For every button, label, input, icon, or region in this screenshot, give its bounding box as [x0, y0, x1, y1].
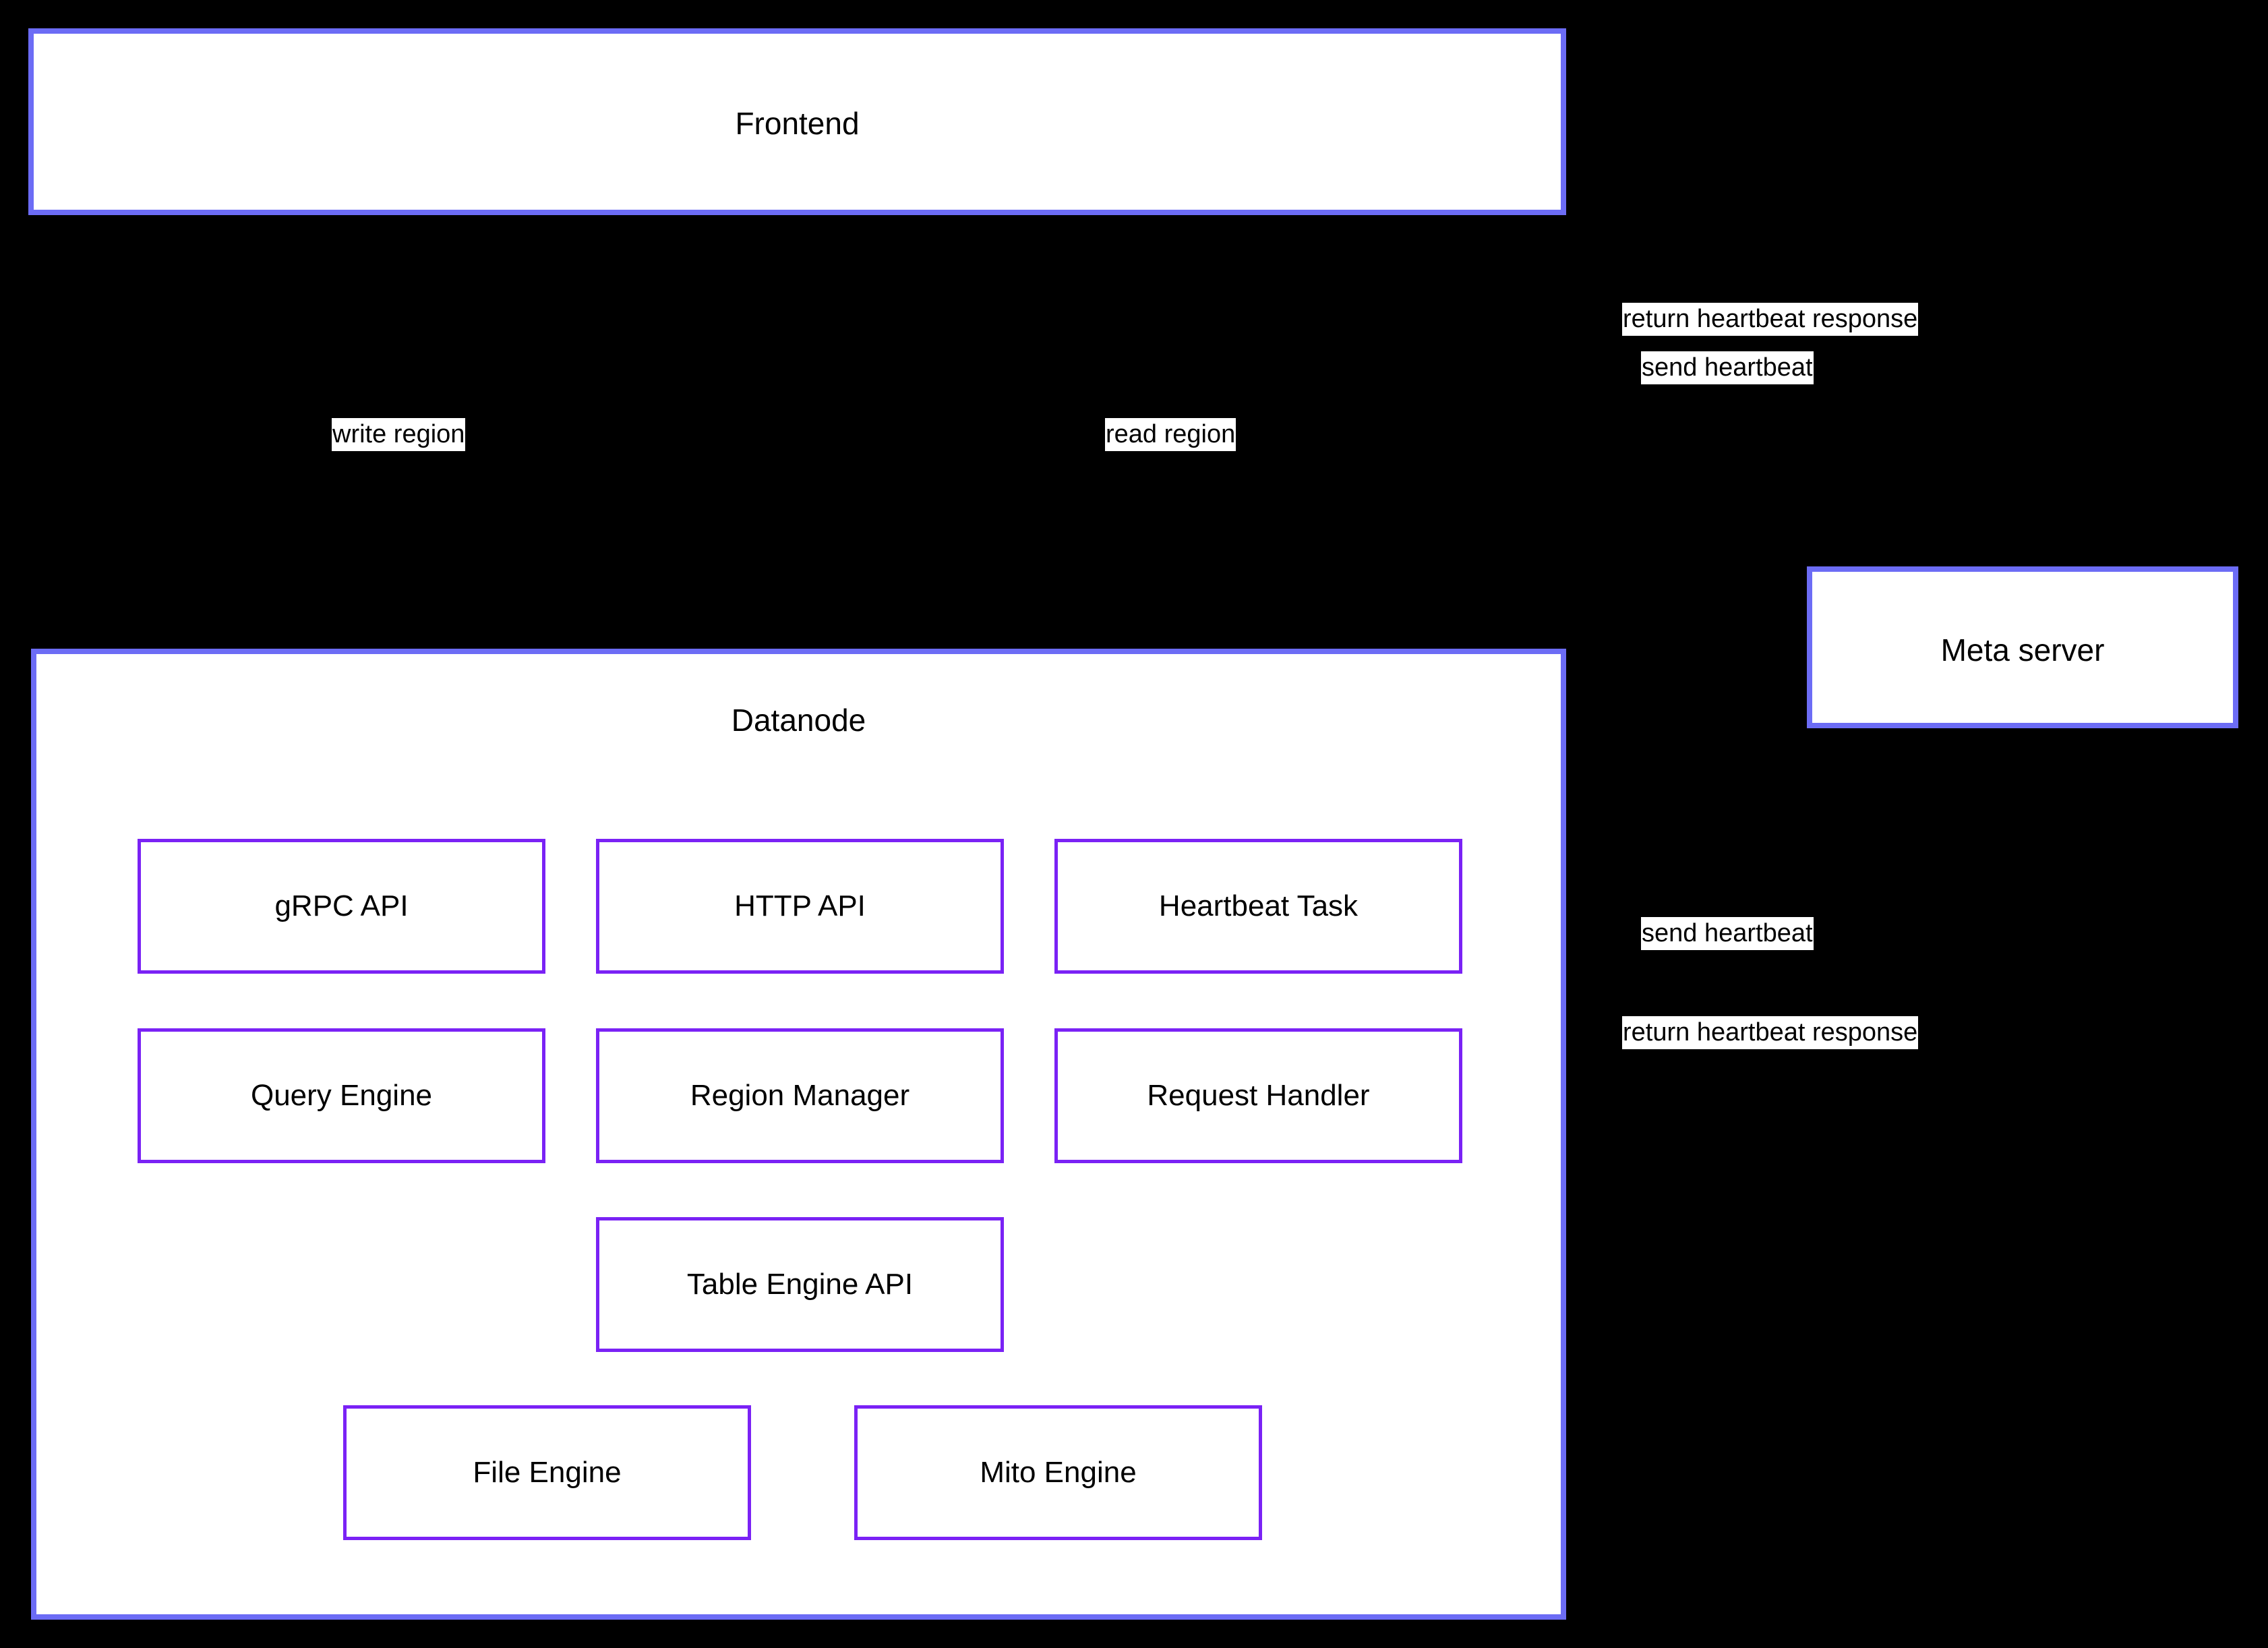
arrowhead-read-region — [1178, 214, 1190, 225]
label-return-heartbeat-response-bottom: return heartbeat response — [1622, 1016, 1919, 1049]
component-http-api[interactable]: HTTP API — [596, 839, 1004, 974]
component-file-engine-label: File Engine — [473, 1456, 622, 1489]
component-grpc-api-label: gRPC API — [274, 889, 409, 922]
component-request-handler-label: Request Handler — [1147, 1079, 1370, 1112]
component-request-handler[interactable]: Request Handler — [1054, 1028, 1462, 1163]
frontend-label: Frontend — [735, 106, 860, 141]
arrowhead-frontend-meta-send — [2015, 556, 2027, 566]
datanode-label: Datanode — [731, 703, 866, 738]
component-table-engine-api-label: Table Engine API — [686, 1268, 914, 1301]
connector-frontend-meta-out — [1565, 74, 2023, 77]
label-send-heartbeat-bottom: send heartbeat — [1641, 917, 1814, 950]
arrowhead-write-region — [407, 638, 419, 649]
component-mito-engine-label: Mito Engine — [980, 1456, 1137, 1489]
component-grpc-api[interactable]: gRPC API — [138, 839, 545, 974]
label-write-region: write region — [332, 418, 466, 451]
connector-datanode-meta-out-v — [2020, 728, 2023, 1133]
arrowhead-datanode-meta-in — [1565, 1125, 1576, 1138]
connector-meta-frontend-in-h — [1565, 162, 1862, 165]
component-file-engine[interactable]: File Engine — [343, 1405, 751, 1540]
label-read-region: read region — [1105, 418, 1236, 451]
connector-datanode-meta-out-h — [1565, 1130, 2023, 1133]
connector-meta-frontend-in-v — [1861, 162, 1863, 566]
component-http-api-label: HTTP API — [734, 889, 866, 922]
frontend-box[interactable]: Frontend — [28, 28, 1566, 215]
label-send-heartbeat-top: send heartbeat — [1641, 351, 1814, 384]
meta-server-box[interactable]: Meta server — [1807, 566, 2238, 728]
component-mito-engine[interactable]: Mito Engine — [854, 1405, 1262, 1540]
label-return-heartbeat-response-top: return heartbeat response — [1622, 303, 1919, 336]
arrowhead-meta-frontend-return — [1565, 157, 1576, 169]
component-heartbeat-task[interactable]: Heartbeat Task — [1054, 839, 1462, 974]
component-region-manager[interactable]: Region Manager — [596, 1028, 1004, 1163]
component-region-manager-label: Region Manager — [690, 1079, 910, 1112]
datanode-box[interactable]: Datanode gRPC API HTTP API Heartbeat Tas… — [31, 649, 1566, 1620]
component-heartbeat-task-label: Heartbeat Task — [1158, 889, 1359, 922]
meta-server-label: Meta server — [1940, 632, 2105, 668]
connector-frontend-meta-out-v — [2020, 74, 2023, 566]
connector-meta-datanode-in-h — [1565, 1319, 1862, 1322]
component-query-engine[interactable]: Query Engine — [138, 1028, 545, 1163]
component-query-engine-label: Query Engine — [250, 1079, 433, 1112]
arrowhead-meta-datanode-return — [1565, 1314, 1576, 1326]
component-table-engine-api[interactable]: Table Engine API — [596, 1217, 1004, 1352]
